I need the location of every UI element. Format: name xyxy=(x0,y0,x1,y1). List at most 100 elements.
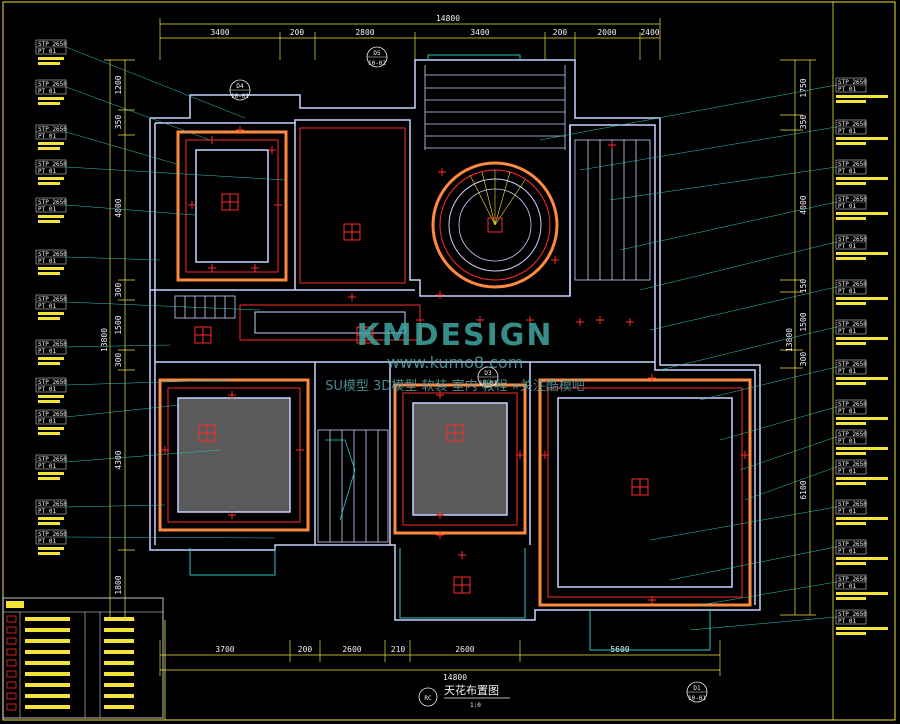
legend-symbol xyxy=(6,615,17,623)
legend-desc-bar xyxy=(25,683,70,687)
top-dimension-label: 2400 xyxy=(640,28,659,37)
svg-text:PT 01: PT 01 xyxy=(38,88,56,95)
svg-text:STP 2650: STP 2650 xyxy=(838,361,867,368)
svg-text:PT 01: PT 01 xyxy=(38,538,56,545)
legend-desc-bar xyxy=(25,694,70,698)
svg-text:PT 01: PT 01 xyxy=(38,206,56,213)
top-dimension-label: 200 xyxy=(290,28,305,37)
svg-text:STP 2650: STP 2650 xyxy=(838,541,867,548)
svg-text:STP 2650: STP 2650 xyxy=(838,121,867,128)
left-dimension-label: 300 xyxy=(114,283,123,298)
svg-text:STP 2650: STP 2650 xyxy=(838,281,867,288)
top-dimension-label: 3400 xyxy=(210,28,229,37)
legend-desc-bar xyxy=(25,672,70,676)
svg-text:STP 2650: STP 2650 xyxy=(38,126,67,133)
legend-desc-bar xyxy=(25,639,70,643)
svg-text:STP 2650: STP 2650 xyxy=(838,161,867,168)
legend-desc-bar xyxy=(25,705,70,709)
svg-text:PT 01: PT 01 xyxy=(38,258,56,265)
top-dimension-chain xyxy=(159,18,661,60)
svg-text:PT 01: PT 01 xyxy=(38,348,56,355)
legend-desc-bar xyxy=(104,672,134,676)
right-dimension-label: 1500 xyxy=(799,312,808,331)
left-dimension-label: 1500 xyxy=(114,315,123,334)
top-dimension-label: 200 xyxy=(553,28,568,37)
svg-text:PT 01: PT 01 xyxy=(838,438,856,445)
ceiling-frames xyxy=(158,127,752,607)
svg-text:PT 01: PT 01 xyxy=(38,463,56,470)
legend-desc-bar xyxy=(104,694,134,698)
left-total-dimension: 13800 xyxy=(100,328,109,352)
svg-text:STP 2650: STP 2650 xyxy=(838,576,867,583)
staircase-top xyxy=(424,65,566,150)
legend-symbol xyxy=(6,681,17,689)
svg-text:STP 2650: STP 2650 xyxy=(38,341,67,348)
legend-symbol xyxy=(6,659,17,667)
svg-text:PT 01: PT 01 xyxy=(38,508,56,515)
legend-symbol xyxy=(6,648,17,656)
svg-text:STP 2650: STP 2650 xyxy=(838,401,867,408)
balconies xyxy=(189,54,711,651)
legend-desc-bar xyxy=(25,628,70,632)
section-marker-d1: D1 10-01 xyxy=(686,681,708,703)
dome-ceiling xyxy=(431,161,559,289)
svg-text:STP 2650: STP 2650 xyxy=(38,456,67,463)
watermark-slogan: SU模型 3D模型 软装 室内 教程 »关注酷模吧 xyxy=(325,378,585,394)
legend-desc-bar xyxy=(104,628,134,632)
left-dimension-chain xyxy=(104,59,135,621)
legend-desc-bar xyxy=(104,639,134,643)
watermark-url: www.kumo8.com xyxy=(387,353,524,372)
svg-text:PT 01: PT 01 xyxy=(38,386,56,393)
bottom-dimension-label: 210 xyxy=(391,645,406,654)
svg-text:STP 2650: STP 2650 xyxy=(38,251,67,258)
svg-text:STP 2650: STP 2650 xyxy=(838,431,867,438)
left-dimension-label: 4000 xyxy=(114,198,123,217)
right-total-dimension: 13800 xyxy=(785,328,794,352)
svg-text:RC: RC xyxy=(424,695,432,702)
svg-text:D4: D4 xyxy=(236,83,244,90)
svg-text:STP 2650: STP 2650 xyxy=(838,196,867,203)
svg-text:PT 01: PT 01 xyxy=(838,243,856,250)
svg-text:PT 01: PT 01 xyxy=(38,418,56,425)
svg-text:PT 01: PT 01 xyxy=(838,468,856,475)
svg-text:STP 2650: STP 2650 xyxy=(838,461,867,468)
svg-text:STP 2650: STP 2650 xyxy=(38,379,67,386)
svg-text:PT 01: PT 01 xyxy=(38,48,56,55)
legend-symbol xyxy=(6,670,17,678)
svg-text:STP 2650: STP 2650 xyxy=(838,79,867,86)
svg-text:D1: D1 xyxy=(693,685,701,692)
walls xyxy=(149,59,761,621)
legend-symbol xyxy=(6,637,17,645)
drawing-title-block: RC 天花布置图 1:0 xyxy=(418,684,510,709)
right-dimension-chain xyxy=(780,59,816,616)
bottom-dimension-label: 200 xyxy=(298,645,313,654)
watermark-brand: KMDESIGN xyxy=(357,318,554,353)
svg-text:10-01: 10-01 xyxy=(231,93,249,100)
svg-text:PT 01: PT 01 xyxy=(838,618,856,625)
left-dimension-label: 1200 xyxy=(114,75,123,94)
svg-text:D5: D5 xyxy=(373,50,381,57)
svg-text:STP 2650: STP 2650 xyxy=(38,411,67,418)
legend-table xyxy=(2,597,164,719)
